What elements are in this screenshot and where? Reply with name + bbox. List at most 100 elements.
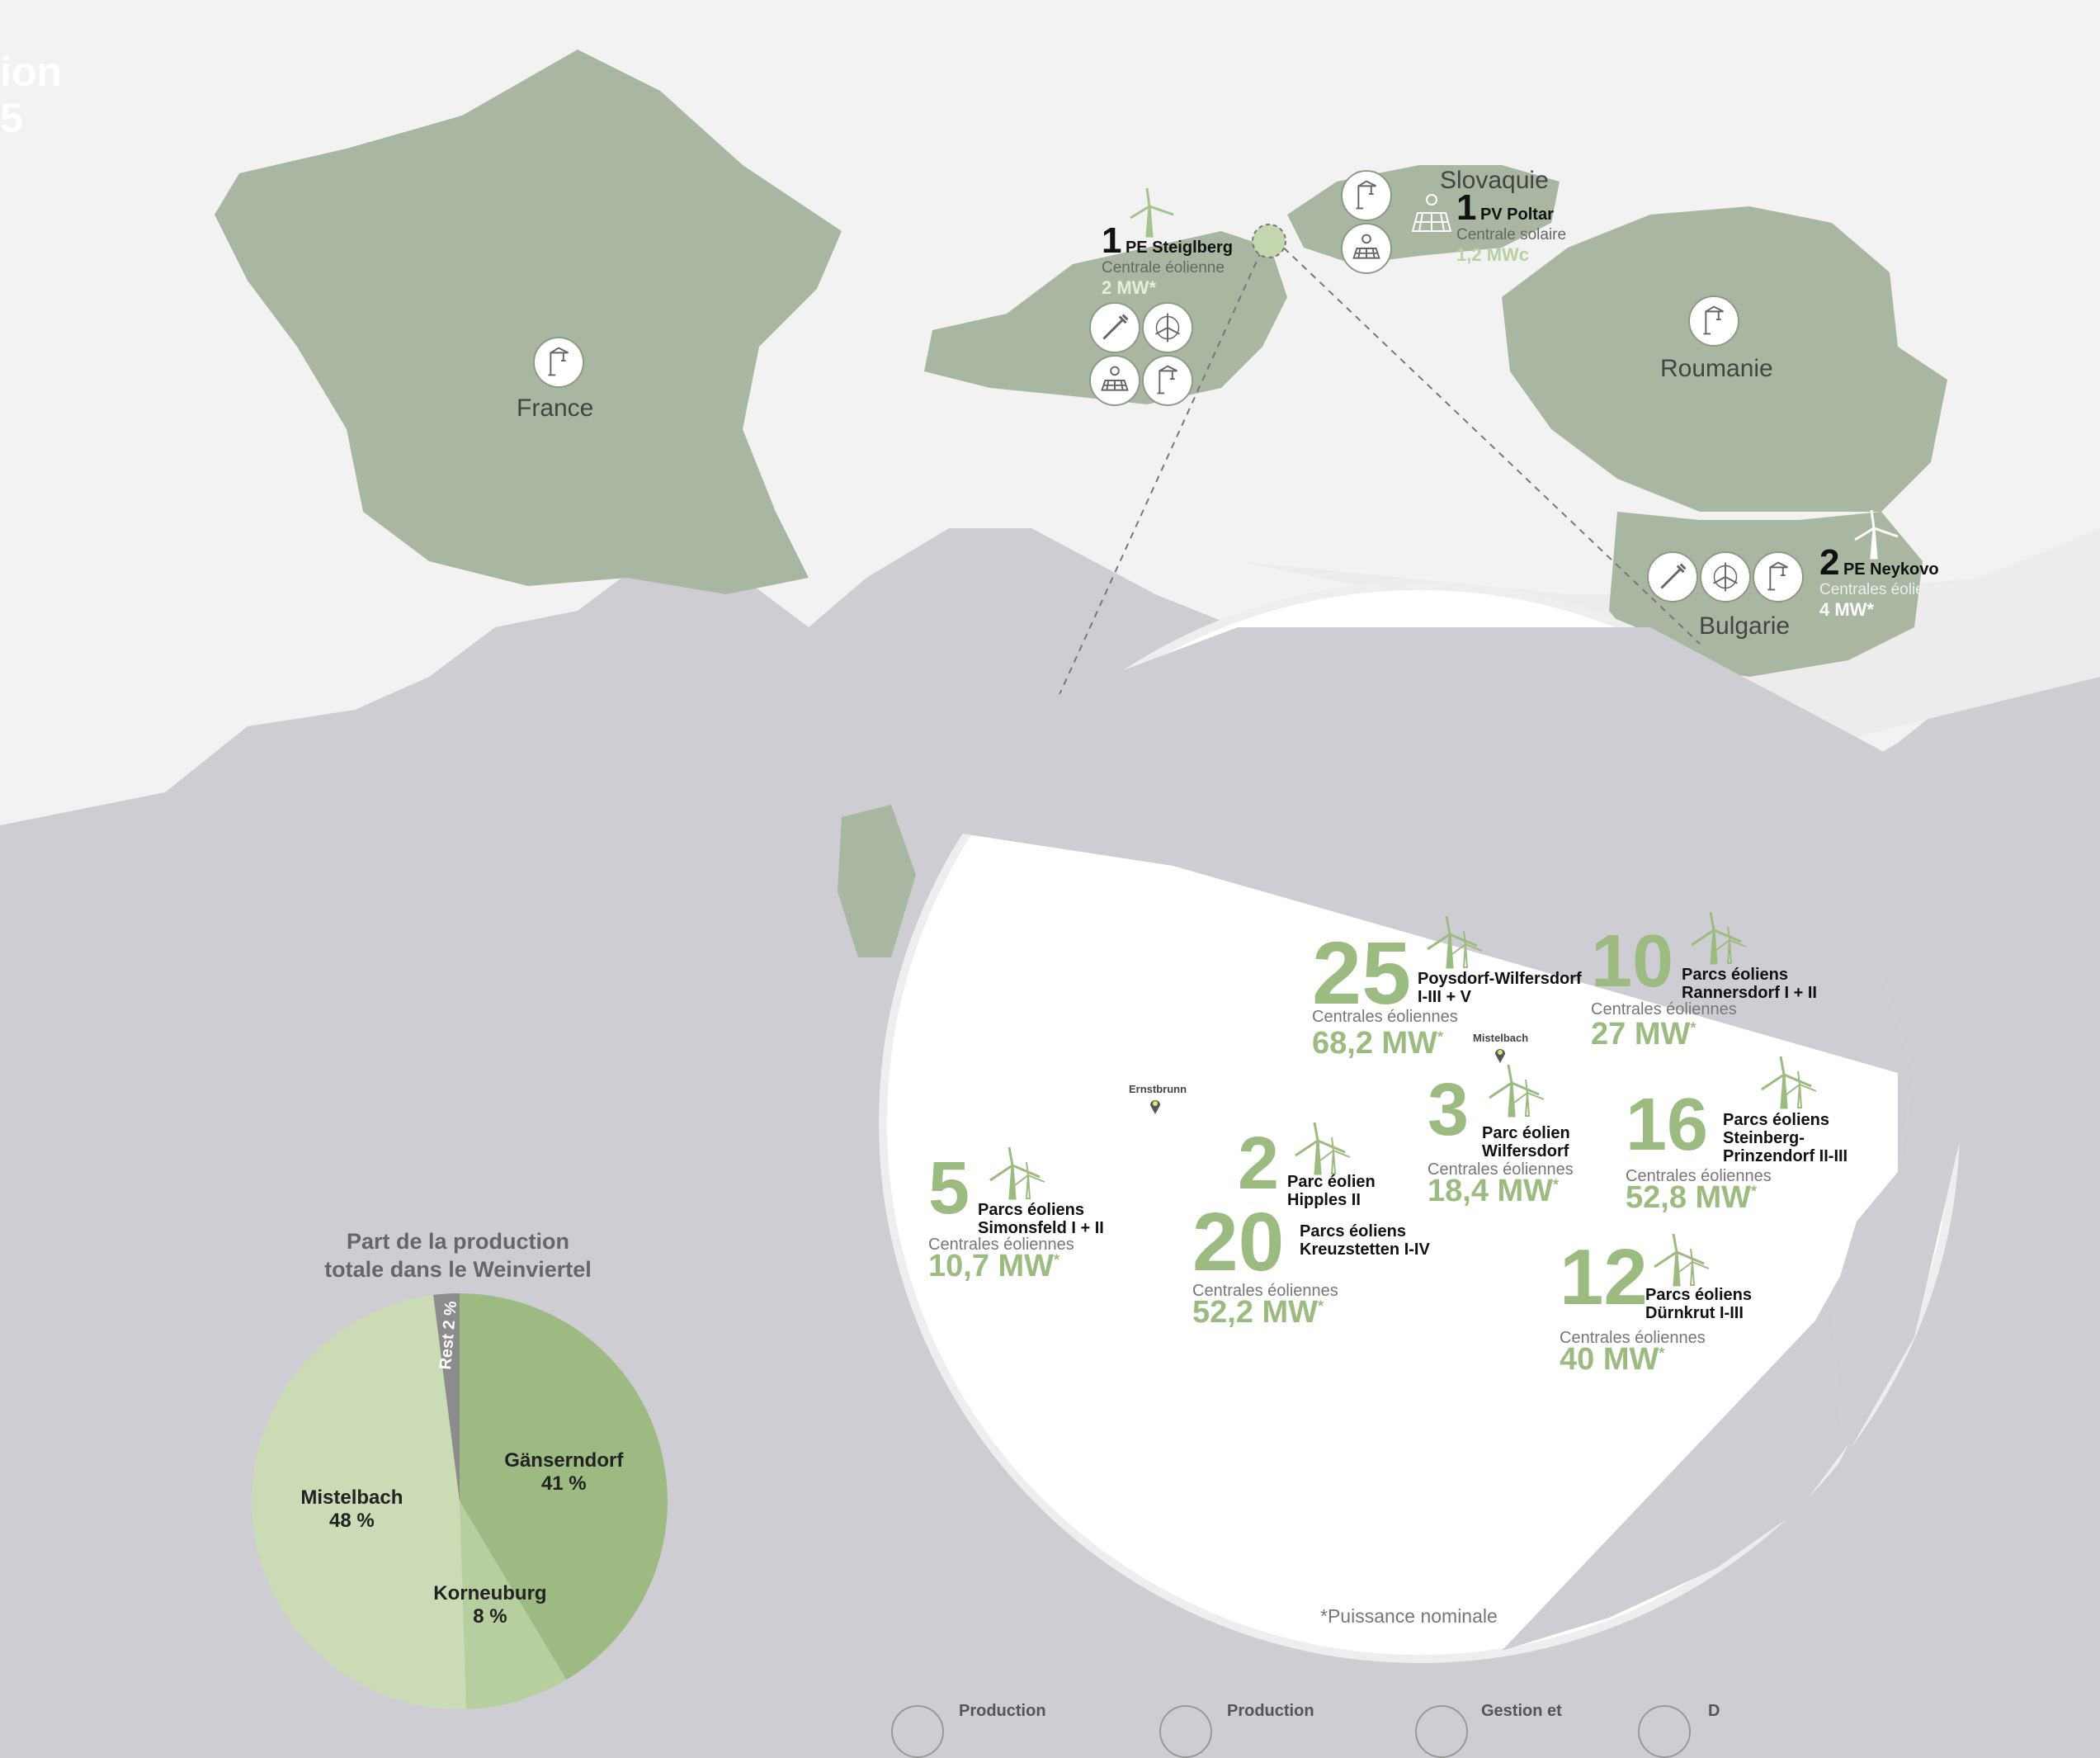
windpark-name-line: Parcs éoliens — [1645, 1286, 1752, 1304]
pie-label-value: 41 % — [540, 1472, 587, 1496]
france-region — [215, 50, 842, 594]
site-poltar: 1 PV Poltar Centrale solaire 1,2 MWc — [1456, 190, 1566, 266]
site-neykovo-count: 2 — [1819, 542, 1840, 583]
legend-item-4: D — [1708, 1702, 1720, 1720]
windpark-name-line: Parcs éoliens — [978, 1201, 1084, 1219]
solar-panel-icon — [1411, 194, 1452, 232]
site-poltar-capacity: 1,2 MWc — [1456, 244, 1530, 265]
windpark-kind: Centrales éoliennes — [928, 1236, 1074, 1254]
windpark-capacity: 52,2 MW* — [1192, 1295, 1324, 1330]
town-label-mistelbach: Mistelbach — [1473, 1032, 1529, 1044]
windpark-name-line: Simonsfeld I + II — [978, 1219, 1104, 1237]
legend-item-2: Production — [1227, 1702, 1314, 1720]
windpark-count: 2 — [1238, 1122, 1280, 1205]
country-label-roumanie: Roumanie — [1660, 355, 1773, 382]
title-fragment-2: 5 — [0, 95, 23, 141]
wind-turbine-icon — [1761, 1056, 1817, 1109]
site-steiglberg: 1 PE Steiglberg Centrale éolienne 2 MW* — [1102, 223, 1233, 299]
legend-icon-circle — [1159, 1705, 1212, 1758]
legend-icon-circle — [1638, 1705, 1691, 1758]
windpark-name-line: Parcs éoliens — [1723, 1111, 1829, 1129]
windpark-name-line: Steinberg- — [1723, 1129, 1805, 1147]
legend-icon-circle — [891, 1705, 944, 1758]
windpark-kind: Centrales éoliennes — [1560, 1329, 1706, 1347]
wind-turbine-icon — [1854, 510, 1899, 560]
pie-label-value: 48 % — [329, 1510, 375, 1533]
windpark-capacity: 18,4 MW* — [1428, 1174, 1560, 1208]
pipe-wrench-icon — [1089, 302, 1140, 353]
windpark-name-line: Poysdorf-Wilfersdorf — [1418, 970, 1582, 988]
site-poltar-count: 1 — [1456, 187, 1477, 228]
wind-turbine-icon — [1130, 188, 1174, 238]
wind-turbine-icon — [1654, 1234, 1710, 1287]
windpark-name-line: Rannersdorf I + II — [1682, 984, 1817, 1002]
windpark-count: 5 — [928, 1147, 970, 1230]
site-steiglberg-name: PE Steiglberg — [1125, 239, 1233, 257]
pie-slice-korneuburg — [460, 1501, 567, 1709]
town-label-ernstbrunn: Ernstbrunn — [1129, 1083, 1187, 1095]
site-neykovo-kind: Centrales éoliennes — [1819, 581, 1958, 598]
pie-label-name: Mistelbach — [300, 1486, 403, 1510]
pie-chart-title-line-2: totale dans le Weinviertel — [324, 1256, 592, 1282]
windpark-name-line: Hipples II — [1287, 1191, 1361, 1209]
site-steiglberg-capacity: 2 MW* — [1102, 277, 1156, 298]
windpark-capacity: 27 MW* — [1591, 1017, 1697, 1051]
windpark-capacity: 10,7 MW* — [928, 1249, 1060, 1283]
site-steiglberg-kind: Centrale éolienne — [1102, 259, 1225, 276]
windpark-count: 20 — [1192, 1196, 1285, 1288]
zoom-border-area — [883, 627, 1964, 1510]
windpark-kind: Centrales éoliennes — [1192, 1282, 1338, 1300]
corsica-region — [838, 805, 916, 957]
solar-panel-icon — [1089, 355, 1140, 406]
pie-label-name: Korneuburg — [433, 1581, 547, 1604]
site-neykovo-name: PE Neykovo — [1843, 560, 1939, 579]
wind-turbine-icon — [1142, 302, 1193, 353]
pie-label-name: Gänserndorf — [504, 1449, 624, 1472]
europe-map — [0, 0, 2100, 1709]
wind-turbine-icon — [1691, 912, 1747, 965]
crane-icon — [1142, 355, 1193, 406]
site-neykovo: 2 PE Neykovo Centrales éoliennes 4 MW* — [1819, 545, 1958, 621]
windpark-name-line: Prinzendorf II-III — [1723, 1147, 1848, 1165]
windpark-count: 12 — [1560, 1233, 1648, 1321]
windpark-count: 25 — [1312, 923, 1412, 1023]
footnote: *Puissance nominale — [1320, 1605, 1498, 1627]
windpark-name-line: Kreuzstetten I-IV — [1300, 1241, 1430, 1259]
country-label-france: France — [517, 395, 594, 422]
wind-turbine-icon — [1427, 916, 1483, 969]
windpark-capacity: 68,2 MW* — [1312, 1026, 1444, 1061]
crane-icon — [1753, 551, 1804, 603]
pipe-wrench-icon — [1647, 551, 1698, 603]
windpark-capacity: 40 MW* — [1560, 1342, 1665, 1377]
crane-icon — [533, 337, 584, 388]
site-poltar-kind: Centrale solaire — [1456, 226, 1567, 243]
windpark-kind: Centrales éoliennes — [1591, 1000, 1737, 1018]
location-pin-icon — [1150, 1100, 1160, 1114]
solar-panel-icon — [1341, 223, 1392, 274]
pie-label-value: 8 % — [473, 1604, 507, 1628]
legend-icon-circle — [1415, 1705, 1468, 1758]
pie-slice-mistelbach — [252, 1295, 466, 1709]
pie-slice-gänserndorf — [460, 1293, 668, 1680]
wind-turbine-icon — [1489, 1065, 1545, 1118]
pie-chart-title: Part de la production totale dans le Wei… — [272, 1228, 644, 1284]
legend-item-1: Production — [959, 1702, 1046, 1720]
windpark-count: 16 — [1626, 1084, 1709, 1166]
country-label-bulgarie: Bulgarie — [1699, 612, 1791, 640]
crane-icon — [1688, 295, 1739, 347]
windpark-kind: Centrales éoliennes — [1312, 1008, 1458, 1026]
windpark-count: 10 — [1591, 920, 1674, 1003]
country-label-slovaquie: Slovaquie — [1440, 167, 1549, 194]
wind-turbine-icon — [1295, 1122, 1351, 1175]
legend-item-3: Gestion et — [1481, 1702, 1562, 1720]
windpark-count: 3 — [1428, 1069, 1470, 1151]
